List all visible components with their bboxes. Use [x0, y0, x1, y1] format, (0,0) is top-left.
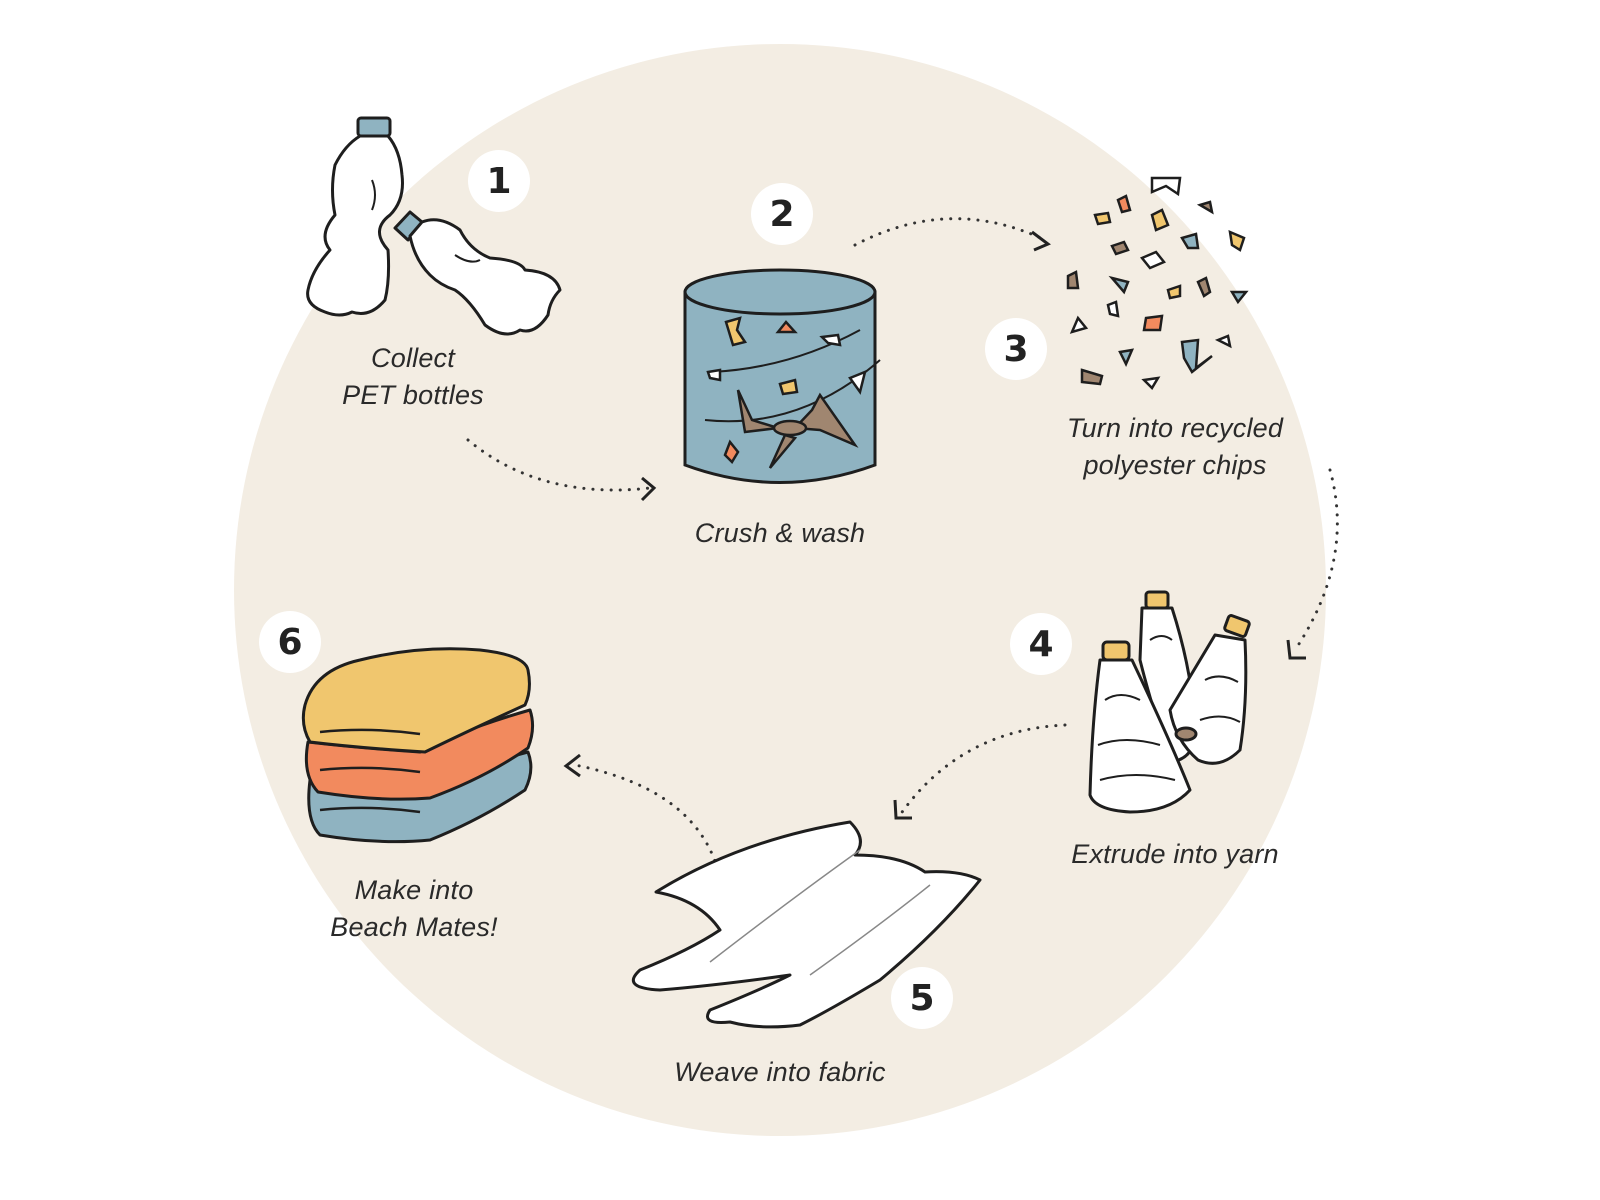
step-6-label: Make into Beach Mates!	[290, 872, 538, 946]
label-line: Make into	[354, 875, 474, 905]
step-number: 1	[486, 160, 512, 202]
step-number: 2	[769, 193, 795, 235]
label-line: Collect	[371, 343, 455, 373]
step-4-badge: 4	[1010, 613, 1072, 675]
arrowhead-3-to-4	[1286, 639, 1306, 660]
arrowhead-5-to-6	[563, 753, 581, 778]
label-line: polyester chips	[1083, 450, 1267, 480]
bottles-icon	[306, 116, 562, 336]
step-number: 3	[1003, 328, 1029, 370]
step-3-label: Turn into recycled polyester chips	[1030, 410, 1320, 484]
label-line: Crush & wash	[694, 518, 866, 548]
arrowhead-2-to-3	[1031, 230, 1051, 252]
step-5-badge: 5	[891, 967, 953, 1029]
folded-towels-icon	[301, 647, 535, 844]
step-number: 5	[909, 977, 935, 1019]
arrowhead-4-to-5	[893, 799, 912, 820]
step-2-label: Crush & wash	[640, 515, 920, 552]
label-line: Turn into recycled	[1066, 413, 1284, 443]
step-5-label: Weave into fabric	[630, 1054, 930, 1091]
chips-icon	[1066, 176, 1249, 391]
arrowhead-1-to-2	[640, 476, 657, 502]
fabric-icon	[631, 820, 982, 1029]
step-6-badge: 6	[259, 611, 321, 673]
label-line: Weave into fabric	[674, 1057, 886, 1087]
step-number: 4	[1028, 623, 1054, 665]
label-line: PET bottles	[342, 380, 484, 410]
arrow-1-to-2	[466, 438, 652, 492]
step-1-label: Collect PET bottles	[300, 340, 526, 414]
yarn-spools-icon	[1088, 590, 1251, 814]
towel-yellow	[301, 647, 531, 754]
step-4-label: Extrude into yarn	[1030, 836, 1320, 873]
step-2-badge: 2	[751, 183, 813, 245]
washer-drum-icon	[683, 268, 881, 484]
arrow-2-to-3	[853, 217, 1047, 247]
label-line: Extrude into yarn	[1071, 839, 1279, 869]
step-1-badge: 1	[468, 150, 530, 212]
step-number: 6	[277, 621, 303, 663]
label-line: Beach Mates!	[330, 912, 498, 942]
arrow-3-to-4	[1293, 468, 1339, 652]
step-3-badge: 3	[985, 318, 1047, 380]
